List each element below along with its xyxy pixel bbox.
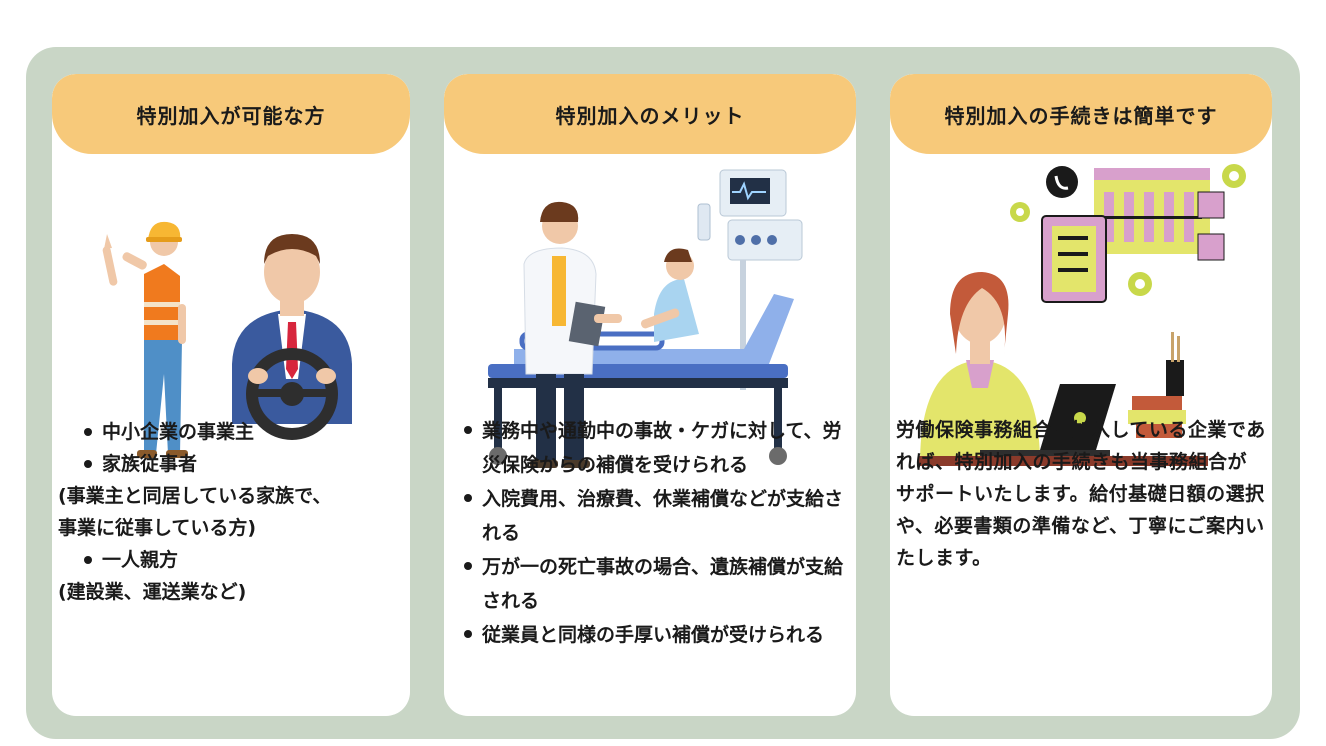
list-item: 従業員と同様の手厚い補償が受けられる [460, 618, 850, 652]
desk [918, 456, 1208, 466]
list-note: 事業に従事している方) [58, 517, 257, 539]
doctor-figure [523, 201, 622, 468]
card-title: 特別加入が可能な方 [52, 74, 410, 154]
doctor-and-hospital-bed-illustration [488, 169, 803, 468]
office-support-illustration [918, 164, 1246, 466]
merits-list: 業務中や通勤中の事故・ケガに対して、労災保険からの補償を受けられる 入院費用、治… [460, 414, 850, 652]
driver-figure [232, 234, 352, 440]
clipboard [1041, 215, 1107, 303]
gear-icon [1128, 272, 1152, 296]
list-item: 万が一の死亡事故の場合、遺族補償が支給される [460, 550, 850, 618]
desk-items [1128, 332, 1186, 438]
gear-icon [1222, 164, 1246, 188]
support-staff-figure [920, 272, 1040, 464]
list-note: (建設業、運送業など) [58, 581, 247, 603]
card-eligible: 特別加入が可能な方 [52, 74, 410, 716]
patient-figure [640, 248, 699, 342]
list-item: 一人親方 [80, 544, 331, 576]
procedure-text: 労働保険事務組合に加入している企業であれば、特別加入の手続きも当事務組合がサポー… [896, 419, 1266, 569]
eligible-list: 中小企業の事業主 家族従事者 (事業主と同居している家族で、 事業に従事している… [58, 416, 331, 608]
list-item: 入院費用、治療費、休業補償などが支給される [460, 482, 850, 550]
gear-icon [1010, 202, 1030, 222]
card-title: 特別加入のメリット [444, 74, 856, 154]
monitor-device [697, 169, 803, 390]
schedule-board [1094, 168, 1210, 254]
worker-and-driver-illustration [102, 221, 352, 458]
construction-worker-figure [102, 221, 188, 458]
list-item: 業務中や通勤中の事故・ケガに対して、労災保険からの補償を受けられる [460, 414, 850, 482]
laptop [980, 384, 1116, 456]
card-title: 特別加入の手続きは簡単です [890, 74, 1272, 154]
sticky-note [1197, 191, 1225, 219]
list-item: 中小企業の事業主 [80, 416, 331, 448]
card-procedure: 特別加入の手続きは簡単です [890, 74, 1272, 716]
card-merits: 特別加入のメリット [444, 74, 856, 716]
list-note: (事業主と同居している家族で、 [58, 485, 332, 507]
phone-icon [1046, 166, 1078, 198]
list-item: 家族従事者 [80, 448, 331, 480]
sticky-note [1197, 233, 1225, 261]
